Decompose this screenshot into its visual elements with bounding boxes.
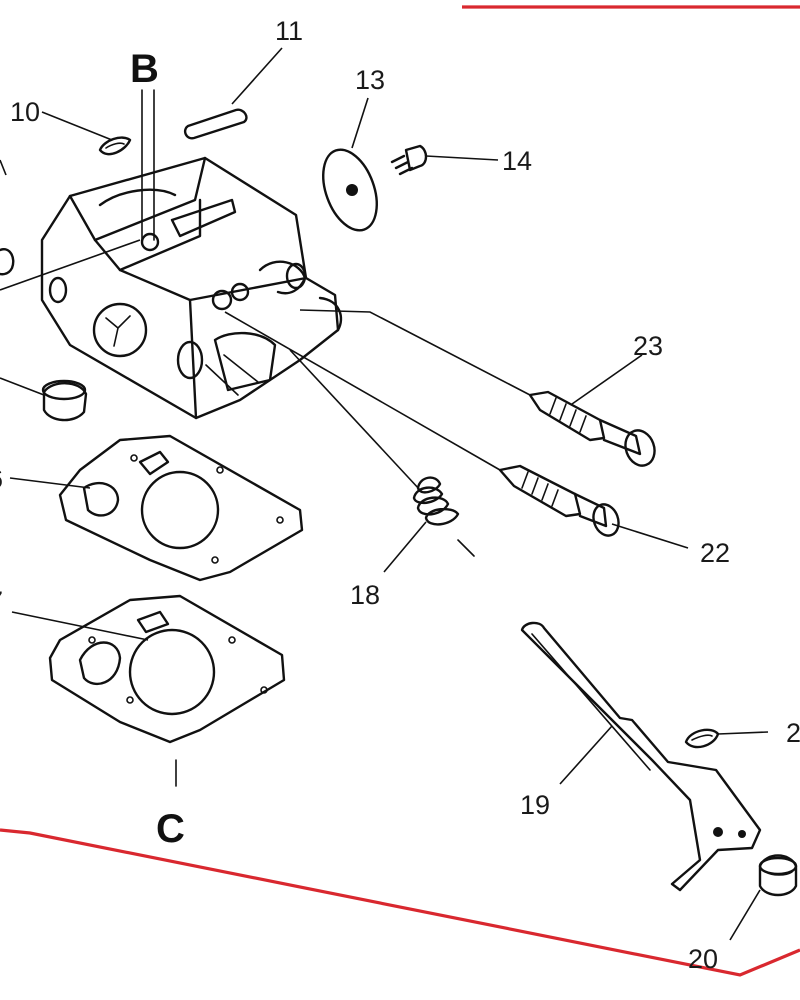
callout-22: 22 [700,538,730,568]
left-edge-parts [0,159,141,422]
part-11-plate: 11 [183,16,303,140]
part-22-needle: 22 [498,464,730,568]
callout-11: 11 [275,16,303,46]
callout-20: 20 [688,944,718,974]
alignment-lines [224,309,531,491]
callout-7: 7 [0,586,3,616]
part-14-screw: 14 [390,144,532,176]
part-2x-clip: 2 [684,718,800,749]
callout-14: 14 [502,146,532,176]
part-13-disc: 13 [322,65,385,232]
part-18-spring: 18 [350,476,475,610]
callout-10: 10 [10,97,40,127]
part-19-lever: 19 [520,621,762,892]
callout-19: 19 [520,790,550,820]
part-7-gasket: 7 [0,586,286,744]
section-c-marker: C [156,759,185,851]
part-10-clip: 10 [10,97,132,156]
section-b-marker: B [130,47,159,241]
callout-6: 6 [0,464,3,494]
section-mark-c: C [156,807,185,851]
part-20-roller: 20 [688,854,798,974]
callout-2x: 2 [786,718,800,748]
part-6-gasket: 6 [0,434,304,582]
carburetor-body [40,156,343,420]
red-frame [0,5,800,977]
callout-18: 18 [350,580,380,610]
part-23-needle: 23 [528,331,663,467]
callout-13: 13 [355,65,385,95]
callout-23: 23 [633,331,663,361]
red-frame-bottom [0,828,800,977]
section-mark-b: B [130,47,159,91]
